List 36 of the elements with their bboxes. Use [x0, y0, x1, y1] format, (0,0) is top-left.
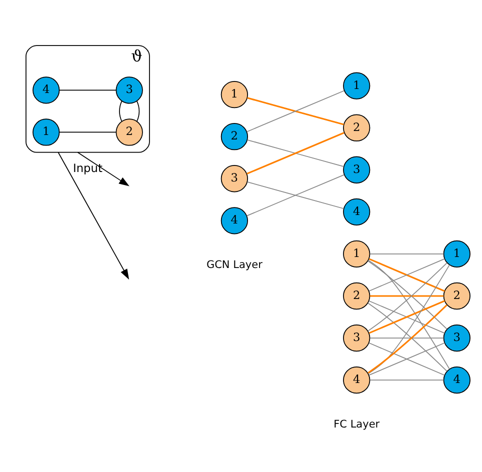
connector — [119, 100, 122, 122]
node-circle: 2 — [116, 118, 143, 146]
node-circle: 2 — [220, 123, 248, 150]
connector — [58, 90, 116, 91]
connector — [58, 132, 116, 133]
node-circle: 1 — [343, 240, 370, 268]
node-circle: 2 — [443, 282, 470, 310]
node-circle: 3 — [343, 156, 370, 184]
node-circle: 1 — [443, 240, 470, 268]
node-circle: 2 — [343, 114, 370, 142]
connector — [246, 182, 344, 210]
node-circle: 2 — [343, 282, 370, 310]
node-circle: 4 — [343, 198, 370, 226]
label: FC Layer — [334, 418, 380, 430]
node-circle: 4 — [443, 366, 470, 394]
arrow — [58, 152, 130, 280]
connector — [370, 295, 444, 297]
connector — [246, 139, 344, 168]
node-circle: 4 — [220, 207, 248, 234]
node-circle: 3 — [443, 324, 470, 352]
node-circle: 4 — [32, 76, 60, 104]
node-circle: 1 — [220, 80, 248, 108]
node-circle: 3 — [343, 324, 370, 352]
connector — [246, 90, 344, 132]
node-circle: 3 — [116, 76, 143, 104]
connector — [246, 132, 344, 174]
node-label: Input — [73, 160, 102, 175]
connector — [136, 100, 140, 122]
arrow — [77, 152, 130, 186]
node-circle: 1 — [32, 118, 60, 146]
node-circle: 4 — [343, 366, 370, 394]
node-circle: 1 — [343, 72, 370, 100]
connector — [247, 97, 344, 126]
label: GCN Layer — [206, 259, 262, 272]
node-circle: 3 — [220, 165, 248, 192]
connector — [246, 174, 344, 216]
